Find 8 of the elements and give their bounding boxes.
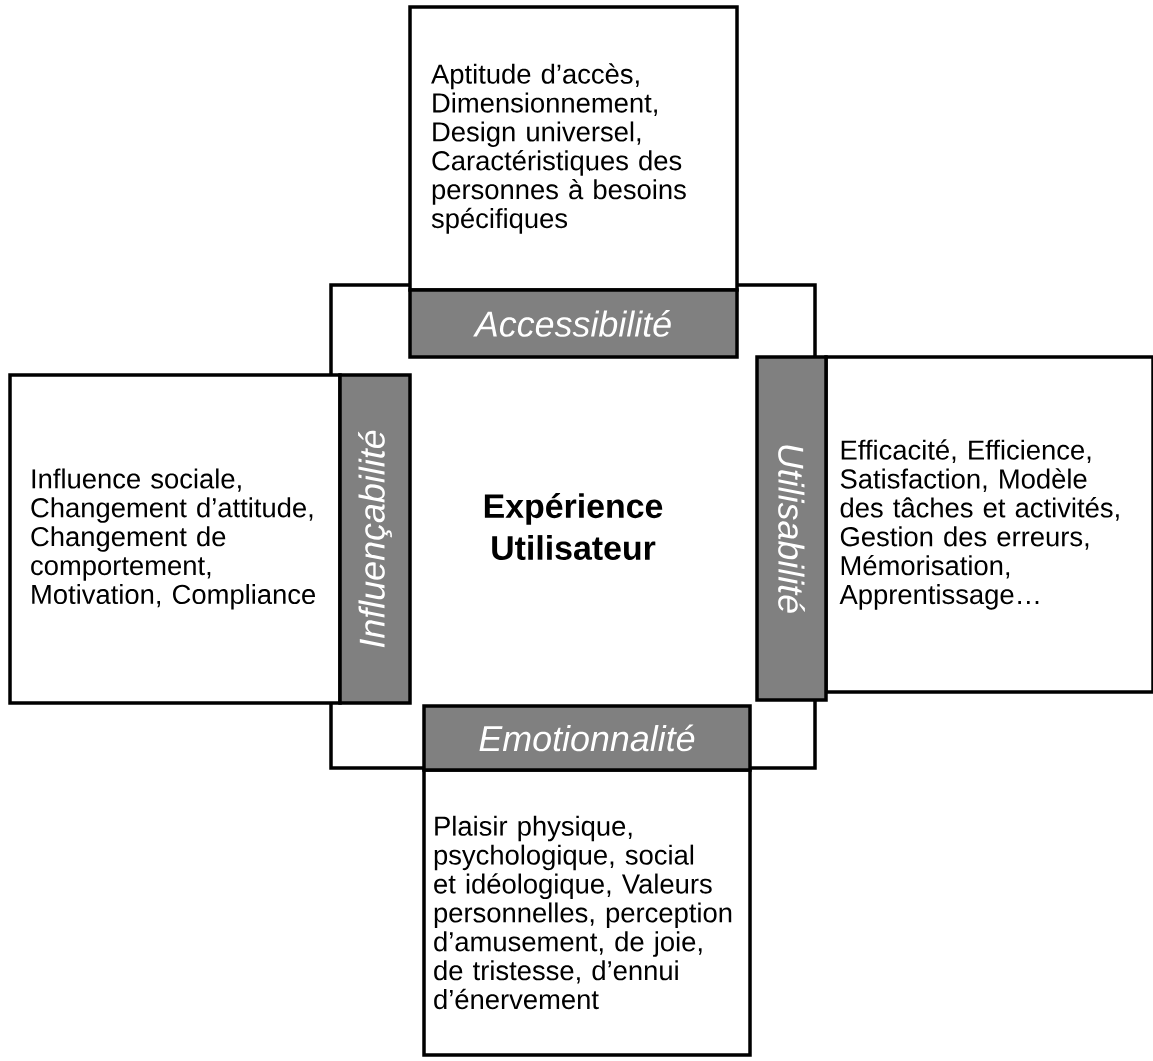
- text-box: Efficacité, Efficience, Satisfaction, Modèle des tâches et activités, Gestion des erreurs, Mémorisation, Apprentissage…: [824, 355, 1153, 694]
- label-band: Utilisabilité: [755, 355, 828, 702]
- text-box: Plaisir physique, psychologique, social et idéologique, Valeurs personnelles, perception d’amusement, de joie, de tristesse, d’ennui d’énervement: [422, 768, 752, 1057]
- label-band: Emotionnalité: [422, 704, 752, 772]
- text-box: Influence sociale, Changement d’attitude, Changement de comportement, Motivation, Compliance: [8, 373, 342, 705]
- label-band: Accessibilité: [408, 288, 739, 359]
- label-band: Influençabilité: [338, 373, 412, 705]
- text-box: Aptitude d’accès, Dimensionnement, Design universel, Caractéristiques des personnes à besoins spécifiques: [408, 5, 739, 292]
